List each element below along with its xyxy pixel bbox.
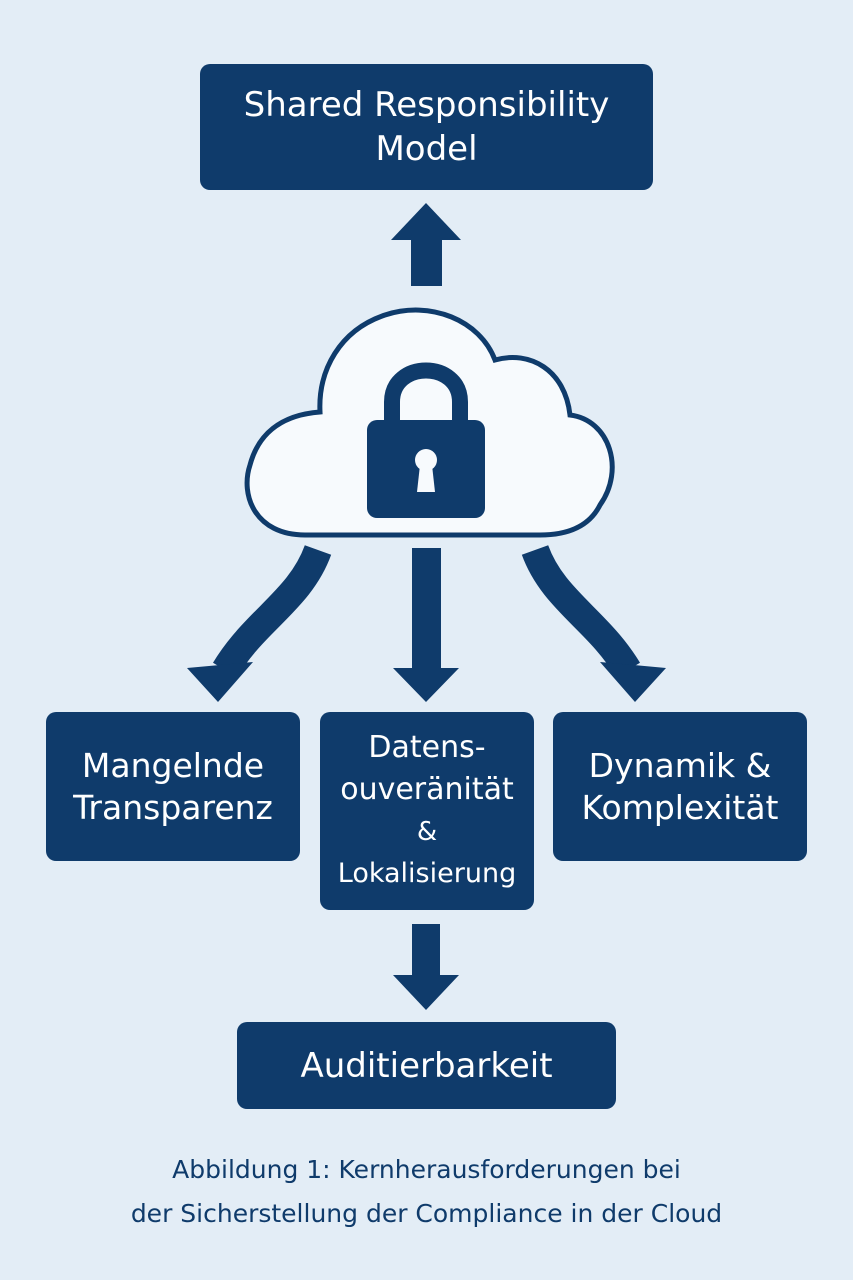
node-label-line: & — [416, 817, 438, 847]
node-label-line: Komplexität — [581, 787, 779, 827]
arrow-down-right-icon — [521, 544, 666, 702]
arrow-down-bottom-icon — [393, 924, 459, 1010]
node-label-line: Mangelnde — [81, 745, 265, 785]
node-dynamik-komplexitaet: Dynamik & Komplexität — [553, 712, 807, 861]
lock-icon — [367, 362, 485, 518]
arrow-down-icon — [393, 548, 459, 702]
node-label-line: Dynamik & — [588, 745, 772, 785]
arrow-up-icon — [391, 203, 461, 286]
cloud-lock-icon — [244, 307, 615, 538]
node-label-line: Model — [375, 129, 478, 169]
node-label-line: Shared Responsibility — [243, 85, 610, 125]
node-label-line: Auditierbarkeit — [300, 1045, 553, 1086]
node-datensouveraenitaet-lokalisierung: Datens- ouveränität & Lokalisierung — [320, 712, 534, 910]
caption-line: der Sicherstellung der Compliance in der… — [130, 1199, 723, 1228]
node-shared-responsibility-model: Shared Responsibility Model — [200, 64, 653, 190]
caption-line: Abbildung 1: Kernherausforderungen bei — [172, 1155, 681, 1184]
node-label-line: Transparenz — [73, 787, 273, 827]
node-auditierbarkeit: Auditierbarkeit — [237, 1022, 616, 1109]
node-label-line: Datens- — [368, 730, 486, 765]
node-label-line: Lokalisierung — [337, 858, 517, 889]
node-label-line: ouveränität — [340, 772, 514, 807]
node-mangelnde-transparenz: Mangelnde Transparenz — [46, 712, 300, 861]
figure-caption: Abbildung 1: Kernherausforderungen bei d… — [0, 1148, 853, 1236]
arrow-down-left-icon — [187, 544, 332, 702]
